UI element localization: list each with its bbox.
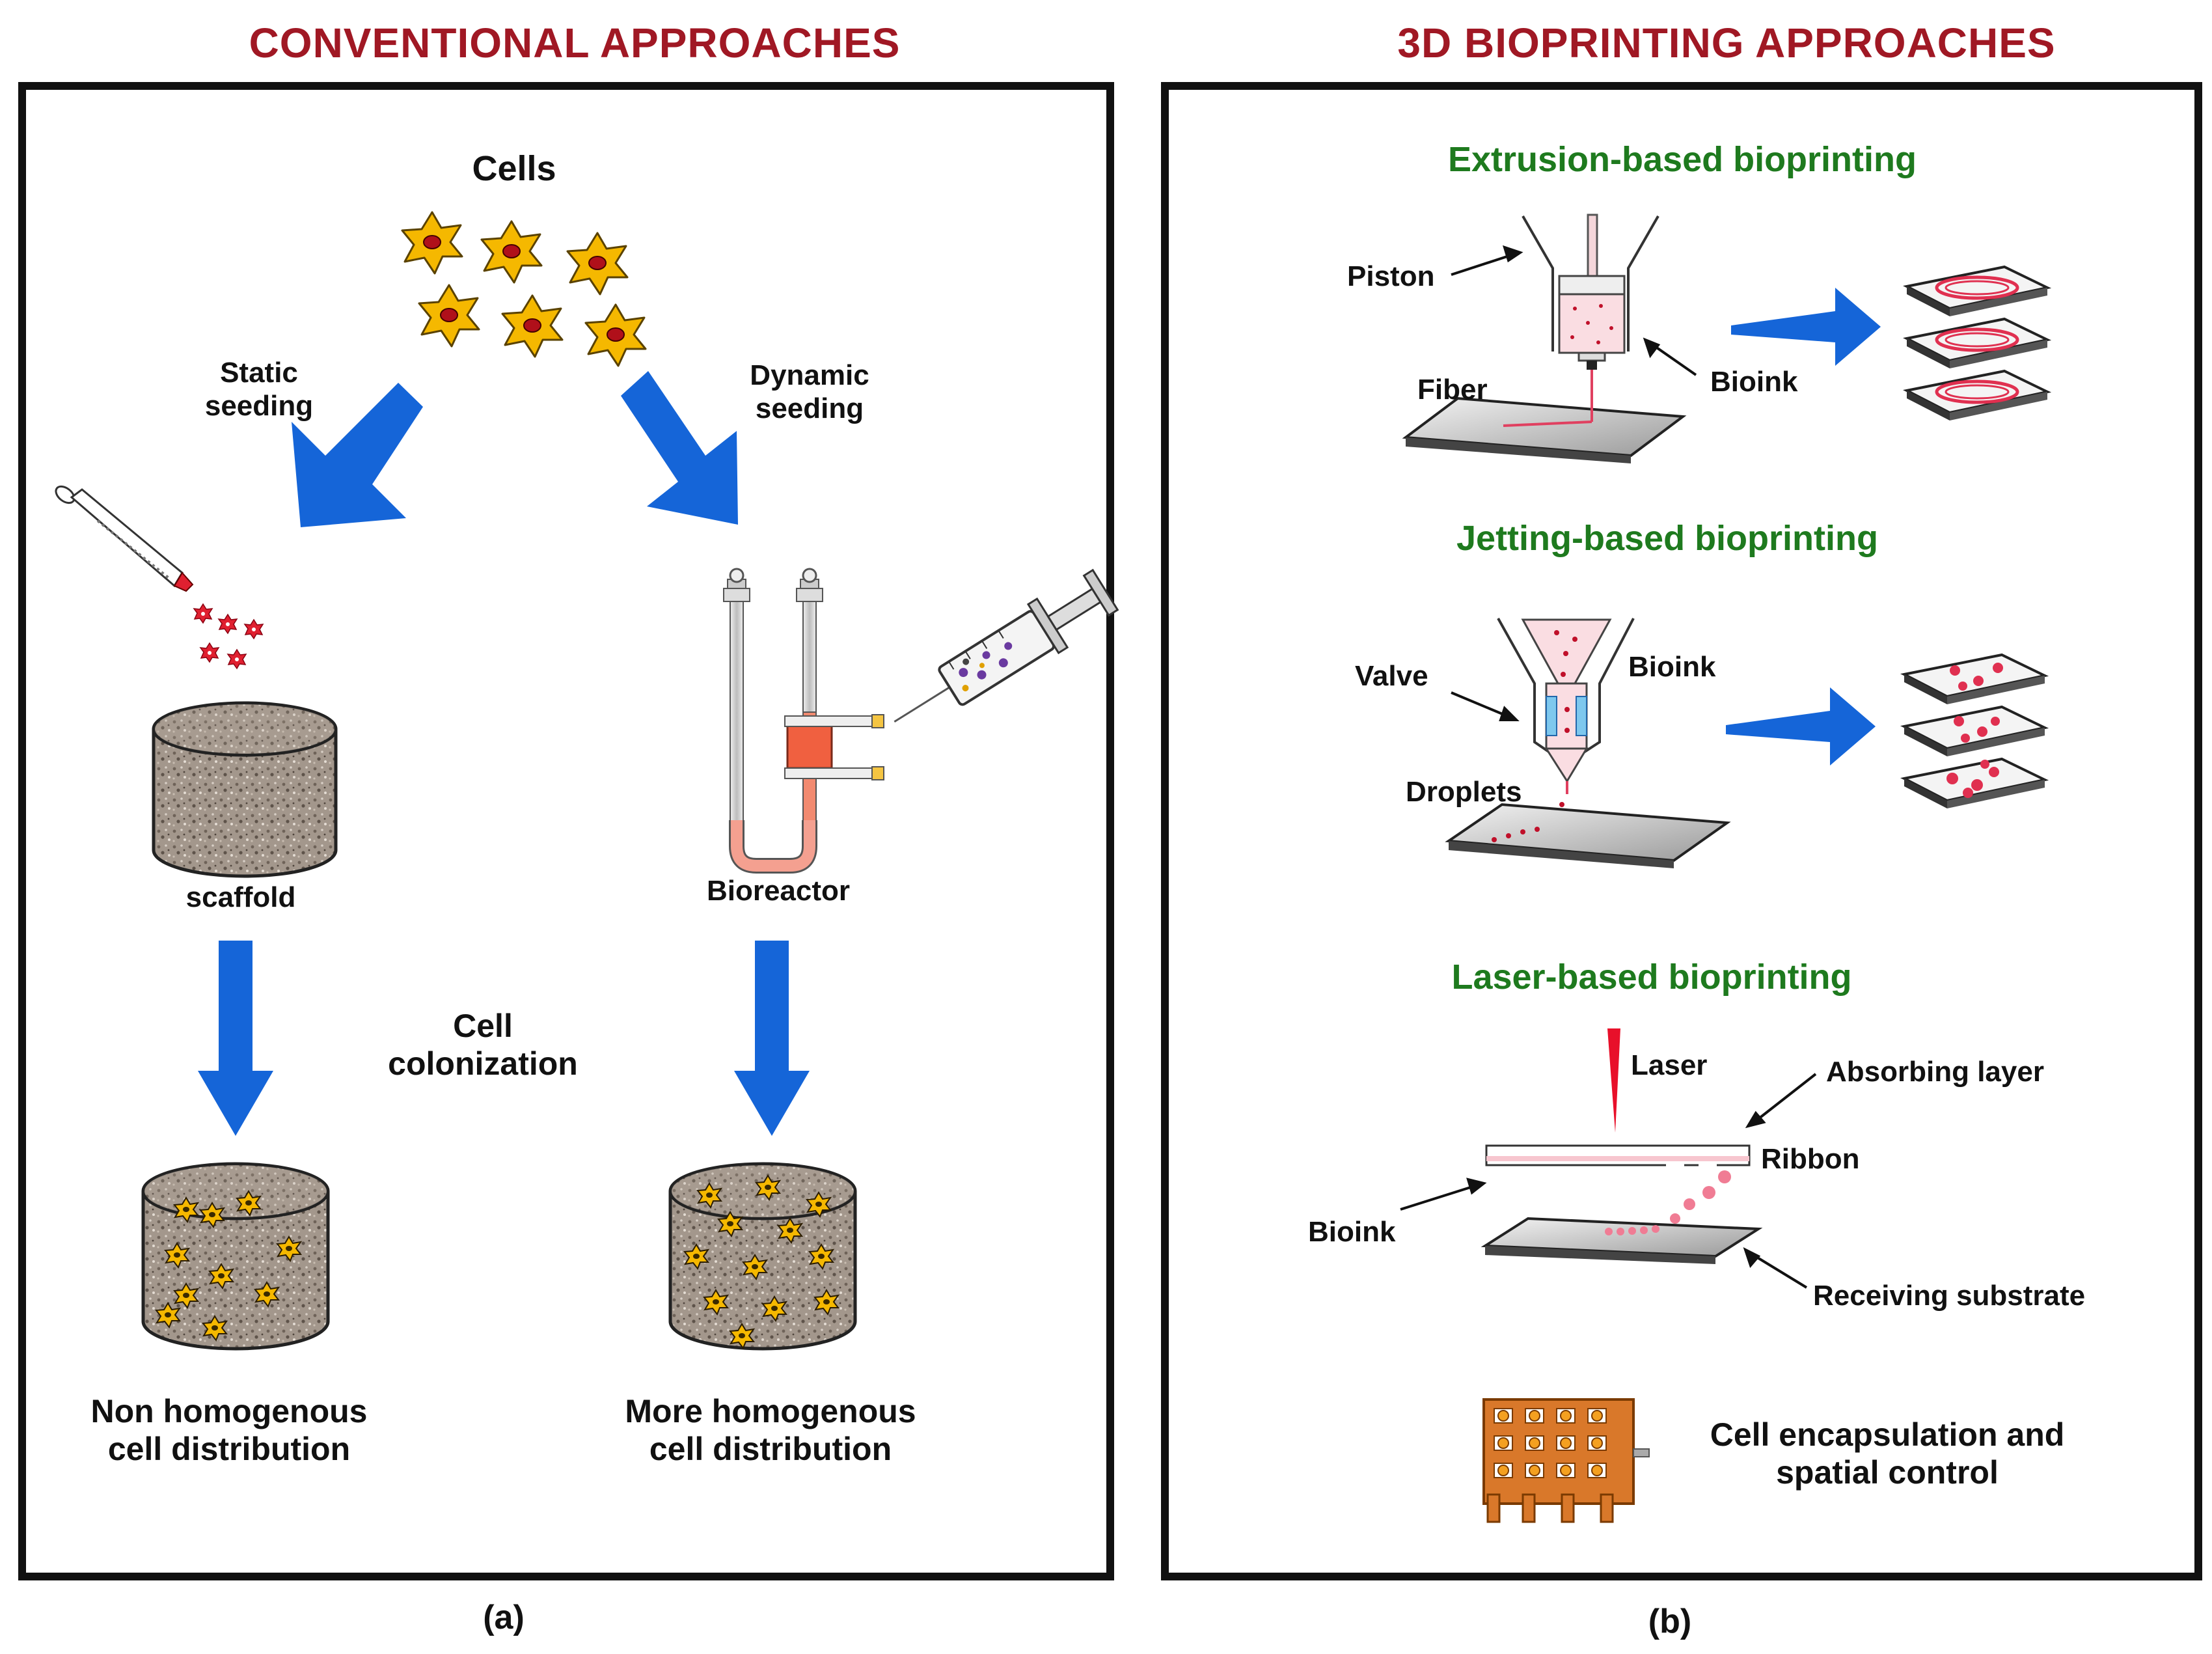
piston-label: Piston [1347, 260, 1435, 292]
non-homogenous-line-1: Non homogenous [90, 1393, 368, 1429]
jetting-printer [1445, 618, 1731, 868]
dynamic-seeding-label: Dynamic seeding [750, 359, 869, 425]
arrow-dynamic-seeding [621, 371, 738, 525]
jetting-bioink-label: Bioink [1628, 651, 1716, 683]
cell-colonization-label: Cell colonization [388, 1008, 578, 1082]
dynamic-seeding-line-2: seeding [755, 392, 864, 424]
laser-bioink-label: Bioink [1308, 1216, 1396, 1248]
dynamic-seeding-line-1: Dynamic [750, 359, 869, 391]
scaffold-non-homogenous [141, 1162, 330, 1351]
extrusion-output-stack [1903, 265, 2052, 420]
caption-b: (b) [1648, 1603, 1692, 1640]
arrow-jetting-output [1726, 687, 1876, 765]
encapsulation-mesh [1482, 1398, 1650, 1523]
panel-a-heading: CONVENTIONAL APPROACHES [249, 20, 901, 66]
cell-colonization-line-2: colonization [388, 1045, 578, 1082]
arrow-static-seeding [292, 383, 423, 527]
scaffold-label: scaffold [185, 881, 296, 913]
extrusion-title: Extrusion-based bioprinting [1447, 140, 1917, 179]
cells-label: Cells [472, 149, 556, 188]
extrusion-printer [1402, 214, 1687, 463]
pipette [55, 485, 194, 592]
static-seeding-label: Static seeding [205, 357, 313, 422]
static-seeding-line-1: Static [220, 357, 298, 389]
more-homogenous-line-1: More homogenous [625, 1393, 916, 1429]
non-homogenous-label: Non homogenous cell distribution [91, 1393, 368, 1468]
static-seeding-line-2: seeding [204, 389, 314, 422]
scaffold-more-homogenous [668, 1162, 857, 1351]
caption-a: (a) [483, 1599, 525, 1636]
ribbon-label: Ribbon [1761, 1143, 1860, 1175]
arrow-colonization-right [734, 941, 810, 1136]
panel-b-heading: 3D BIOPRINTING APPROACHES [1397, 20, 2056, 66]
valve-label: Valve [1355, 660, 1428, 692]
laser-setup [1481, 1028, 1763, 1264]
more-homogenous-label: More homogenous cell distribution [625, 1393, 916, 1468]
fiber-label: Fiber [1417, 374, 1488, 406]
encapsulation-line-2: spatial control [1776, 1454, 1999, 1491]
encapsulation-line-1: Cell encapsulation and [1710, 1416, 2065, 1453]
laser-label: Laser [1631, 1049, 1708, 1081]
absorbing-layer-label: Absorbing layer [1826, 1056, 2044, 1088]
encapsulation-label: Cell encapsulation and spatial control [1710, 1416, 2065, 1491]
more-homogenous-line-2: cell distribution [649, 1430, 892, 1467]
scaffold [152, 701, 338, 878]
extrusion-bioink-label: Bioink [1710, 366, 1798, 398]
syringe [894, 568, 1119, 723]
callout-lines [1400, 245, 1817, 1289]
laser-title: Laser-based bioprinting [1451, 958, 1852, 997]
receiving-substrate-label: Receiving substrate [1813, 1280, 2086, 1312]
arrow-colonization-left [198, 941, 273, 1136]
non-homogenous-line-2: cell distribution [107, 1430, 351, 1467]
droplets-label: Droplets [1406, 776, 1522, 808]
jetting-output-stack [1900, 653, 2049, 808]
cell-colonization-line-1: Cell [453, 1008, 513, 1044]
bioreactor-label: Bioreactor [706, 875, 851, 907]
bioreactor [723, 568, 884, 874]
arrow-extrusion-output [1731, 288, 1881, 366]
jetting-title: Jetting-based bioprinting [1456, 519, 1878, 558]
